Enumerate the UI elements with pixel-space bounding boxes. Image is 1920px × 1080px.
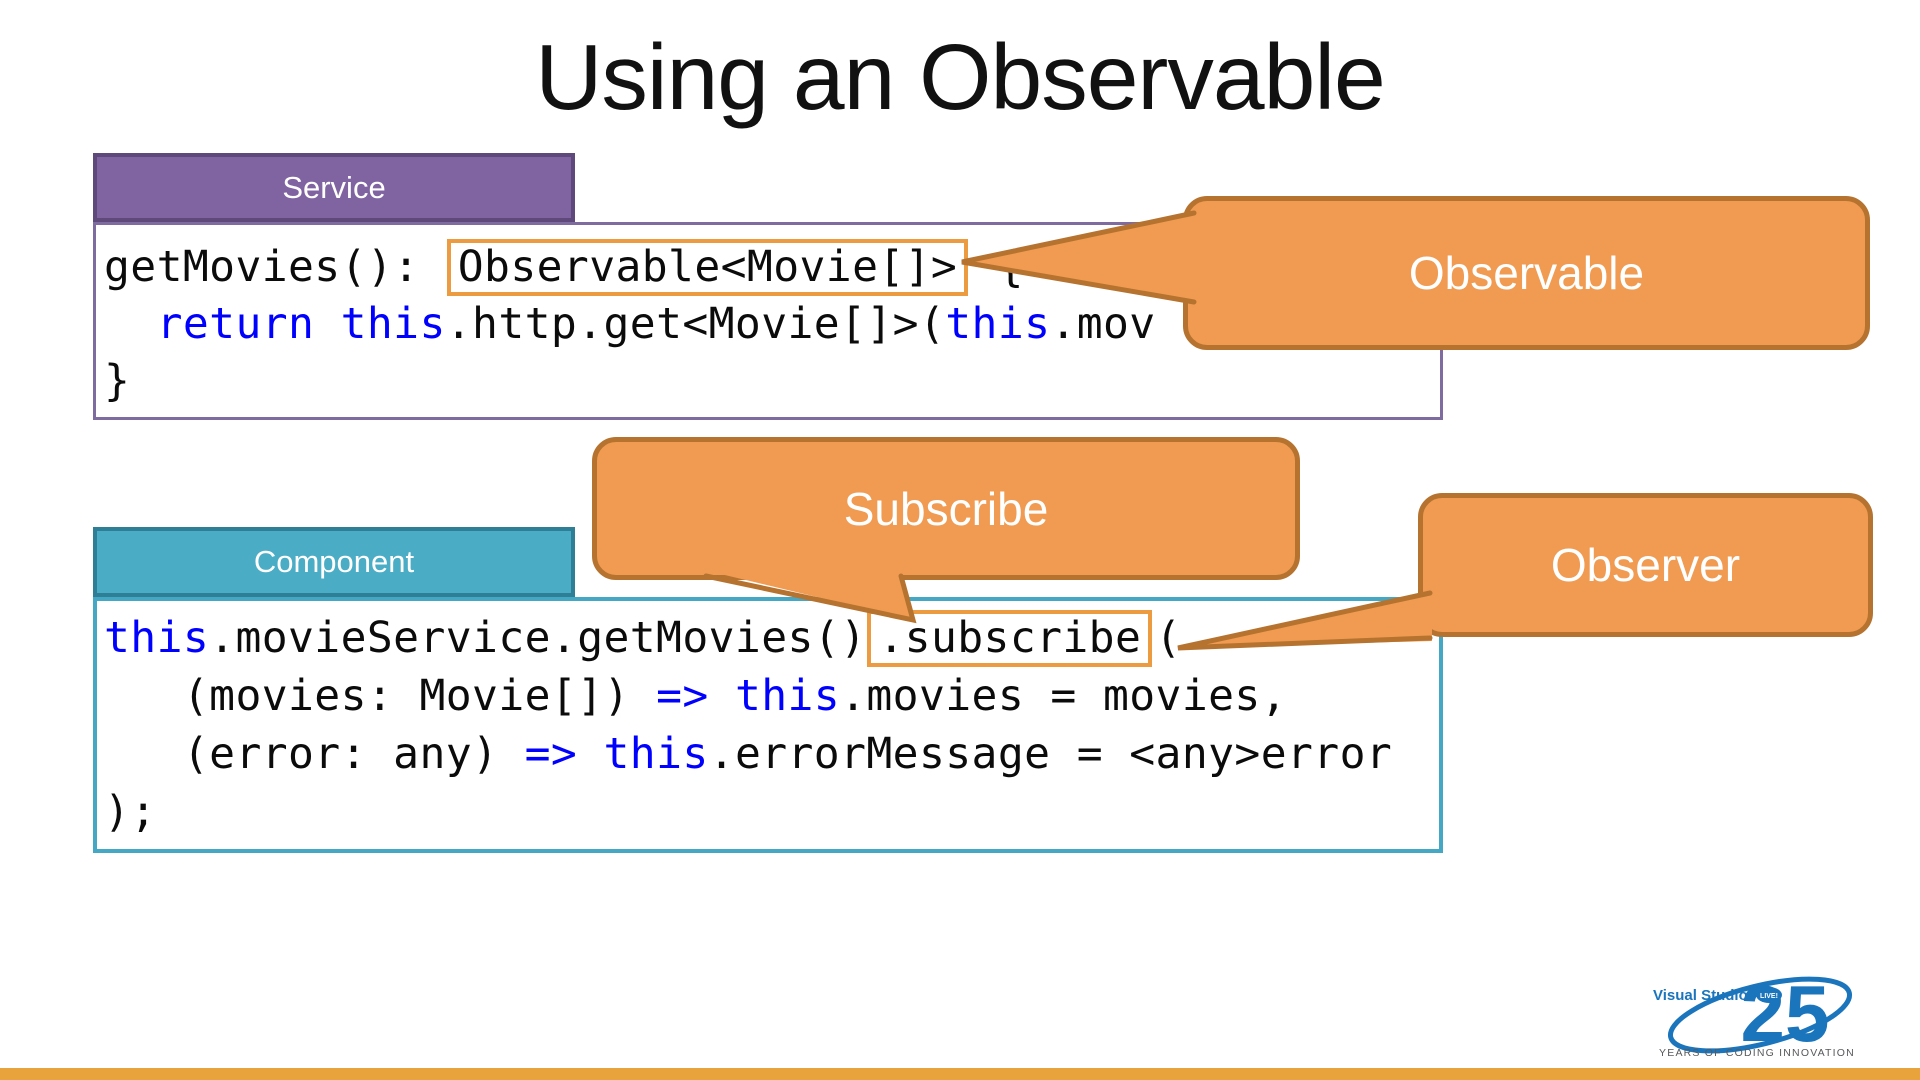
logo-live-badge-label: LIVE! bbox=[1760, 993, 1778, 1000]
service-tab: Service bbox=[93, 153, 575, 222]
code-line: ); bbox=[104, 783, 1439, 841]
service-tab-label: Service bbox=[282, 169, 386, 205]
visual-studio-live-logo: 25 Visual Studio LIVE! YEARS OF CODING I… bbox=[1653, 969, 1855, 1059]
code-segment: .errorMessage = <any>error bbox=[708, 729, 1393, 779]
logo-product-name: Visual Studio bbox=[1653, 987, 1748, 1004]
component-code: this.movieService.getMovies().subscribe(… bbox=[104, 609, 1439, 841]
page-title: Using an Observable bbox=[535, 25, 1385, 129]
code-segment: => bbox=[656, 671, 709, 721]
observable-callout: Observable bbox=[1183, 196, 1870, 350]
logo-tagline: YEARS OF CODING INNOVATION bbox=[1659, 1047, 1855, 1059]
code-segment: .http.get<Movie[]>( bbox=[445, 299, 946, 349]
code-segment: .movieService.getMovies() bbox=[209, 613, 867, 663]
code-line: this.movieService.getMovies().subscribe( bbox=[104, 609, 1439, 667]
code-line: (movies: Movie[]) => this.movies = movie… bbox=[104, 667, 1439, 725]
code-segment: this bbox=[104, 613, 210, 663]
code-segment: .mov bbox=[1050, 299, 1156, 349]
component-tab-label: Component bbox=[253, 544, 415, 579]
logo-number: 25 bbox=[1741, 969, 1830, 1058]
code-segment: ); bbox=[104, 787, 157, 837]
logo-live-badge bbox=[1756, 987, 1782, 1003]
code-segment: => bbox=[524, 729, 578, 779]
code-segment: return bbox=[156, 299, 315, 349]
observer-callout: Observer bbox=[1418, 493, 1873, 637]
code-segment: this bbox=[734, 671, 841, 721]
code-segment: (movies: Movie[]) bbox=[104, 671, 657, 721]
code-segment: getMovies(): bbox=[104, 242, 446, 292]
code-line: } bbox=[104, 353, 1440, 410]
footer-bar bbox=[0, 1068, 1920, 1080]
code-segment: .movies = movies, bbox=[840, 671, 1287, 721]
observable-highlight-outline: Observable<Movie[]> bbox=[446, 239, 969, 296]
code-segment bbox=[104, 299, 157, 349]
component-code-box: this.movieService.getMovies().subscribe(… bbox=[93, 597, 1443, 853]
code-segment: } bbox=[104, 356, 131, 406]
observable-callout-label: Observable bbox=[1408, 247, 1645, 299]
code-segment: (error: any) bbox=[104, 729, 525, 779]
subscribe-callout: Subscribe bbox=[592, 437, 1300, 580]
code-segment bbox=[709, 671, 735, 721]
subscribe-highlight-outline: .subscribe bbox=[867, 610, 1153, 667]
observer-callout-label: Observer bbox=[1550, 539, 1741, 591]
component-tab: Component bbox=[93, 527, 575, 597]
code-segment: this bbox=[603, 729, 709, 779]
code-segment: this bbox=[340, 299, 446, 349]
code-line: (error: any) => this.errorMessage = <any… bbox=[104, 725, 1439, 783]
code-line: return this.http.get<Movie[]>(this.mov bbox=[104, 296, 1440, 353]
subscribe-callout-label: Subscribe bbox=[843, 482, 1049, 535]
logo-swoosh bbox=[1667, 976, 1853, 1054]
code-segment bbox=[577, 729, 603, 779]
code-segment bbox=[314, 299, 340, 349]
code-segment: this bbox=[945, 299, 1051, 349]
code-segment: { bbox=[971, 242, 1024, 292]
code-segment: ( bbox=[1155, 613, 1182, 663]
